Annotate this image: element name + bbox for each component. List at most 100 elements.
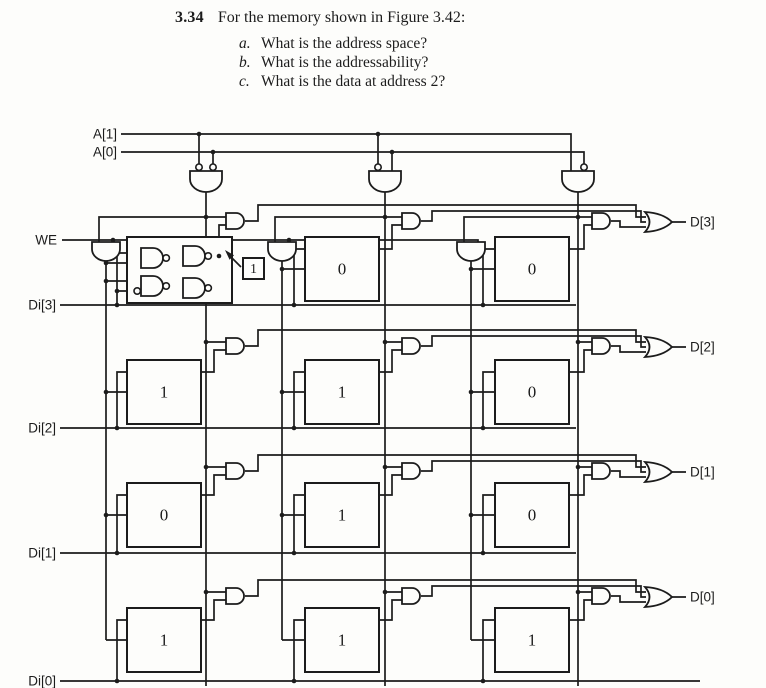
problem-header: 3.34 For the memory shown in Figure 3.42:… [175,8,655,91]
cell-value: 0 [528,383,537,402]
cell-value: 1 [160,383,169,402]
memory-cell-row3-col1: 0 [304,236,380,302]
read-and-gate-row0-col1 [401,587,421,605]
nand-output-bubble [162,281,171,290]
cell-box [304,482,380,548]
cell-value: 0 [528,506,537,525]
memory-cell-row0-col0: 1 [126,607,202,673]
latch-nand-top-right [182,245,206,267]
cell-value: 1 [160,631,169,650]
decoder-input-bubble [195,163,204,172]
nand-input-bubble [133,286,142,295]
decoder-and-gate-addr01 [368,170,402,193]
decoder-input-bubble [579,163,588,172]
memory-cell-row3-col2: 0 [494,236,570,302]
decoder-and-gate-addr10 [561,170,595,193]
write-and-gate-col1 [267,241,297,262]
read-and-gate-row2-col1 [401,337,421,355]
label-d3: D[3] [690,215,715,230]
nand-output-bubble [162,254,171,263]
label-a0: A[0] [93,145,117,160]
memory-cell-row1-col1: 1 [304,482,380,548]
part-a-letter: a. [239,35,251,52]
read-select-tap-wires [206,341,592,593]
label-di1: Di[1] [28,546,56,561]
cell-value: 0 [160,506,169,525]
output-bus-wires [245,204,686,603]
cell-value: 1 [338,506,347,525]
read-and-gate-row2-col0 [225,337,245,355]
label-a1: A[1] [93,127,117,142]
memory-cell-row1-col0: 0 [126,482,202,548]
label-di0: Di[0] [28,674,56,688]
read-and-gate-row1-col0 [225,462,245,480]
output-or-gates [642,210,674,609]
decoder-input-bubble [373,163,382,172]
callout-value: 1 [250,262,257,277]
cell-box [494,607,570,673]
decoder-and-gate-addr00 [189,170,223,193]
problem-number: 3.34 [175,9,204,26]
cell-value: 1 [528,631,537,650]
memory-cell-row1-col2: 0 [494,482,570,548]
memory-cell-row2-col1: 1 [304,359,380,425]
cell-value: 1 [338,383,347,402]
read-and-gates [225,212,611,605]
or-gate-d2 [642,335,674,359]
read-and-gate-row3-col1 [401,212,421,230]
problem-prompt: For the memory shown in Figure 3.42: [217,9,466,26]
memory-cell-row0-col1: 1 [304,607,380,673]
memory-cell-row2-col0: 1 [126,359,202,425]
write-enable-and-gates [91,241,486,262]
decoder-input-bubble [209,163,218,172]
cell-box [494,359,570,425]
cell-output-wires [201,224,592,621]
or-gate-d1 [642,460,674,484]
label-d2: D[2] [690,340,715,355]
read-and-gate-row0-col2 [591,587,611,605]
callout-arrow-head [225,250,234,260]
read-and-gate-row1-col1 [401,462,421,480]
label-di3: Di[3] [28,298,56,313]
callout-arrow-shaft [229,255,242,268]
circuit-wiring [60,133,700,686]
part-c-letter: c. [239,73,250,90]
read-and-gate-row2-col2 [591,337,611,355]
callout-box [242,257,265,280]
cell-box [304,607,380,673]
nand-output-bubble [204,283,213,292]
memory-cell-row0-col2: 1 [494,607,570,673]
cell-box [126,607,202,673]
label-d0: D[0] [690,590,715,605]
cell-value: 0 [528,260,537,279]
latch-nand-bottom-right [182,277,206,299]
problem-part-a: a.What is the address space? [239,34,655,53]
or-gate-d0 [642,585,674,609]
address-decoder-gates [189,163,595,193]
latch-cell-row3-col0 [126,236,233,304]
cell-box [126,359,202,425]
cell-value: 0 [338,260,347,279]
nand-output-bubble [204,252,213,261]
address-line-wires [121,133,585,171]
part-c-text: What is the data at address 2? [261,73,446,90]
problem-parts: a.What is the address space? b.What is t… [239,34,655,91]
stored-bit-callout: 1 [225,250,265,280]
or-gate-d3 [642,210,674,234]
write-and-gate-col0 [91,241,121,262]
latch-nand-top-left [140,247,164,269]
signal-labels: A[1] A[0] WE Di[3] Di[2] Di[1] Di[0] D[3… [28,127,715,688]
problem-part-b: b.What is the addressability? [239,53,655,72]
read-and-gate-row3-col2 [591,212,611,230]
read-and-gate-row1-col2 [591,462,611,480]
label-di2: Di[2] [28,421,56,436]
memory-cell-row2-col2: 0 [494,359,570,425]
read-and-gate-row0-col0 [225,587,245,605]
part-b-letter: b. [239,54,251,71]
read-and-gate-row3-col0 [225,212,245,230]
cell-box [304,236,380,302]
cell-value: 1 [338,631,347,650]
junction-dots [103,131,581,684]
write-and-gate-col2 [456,241,486,262]
